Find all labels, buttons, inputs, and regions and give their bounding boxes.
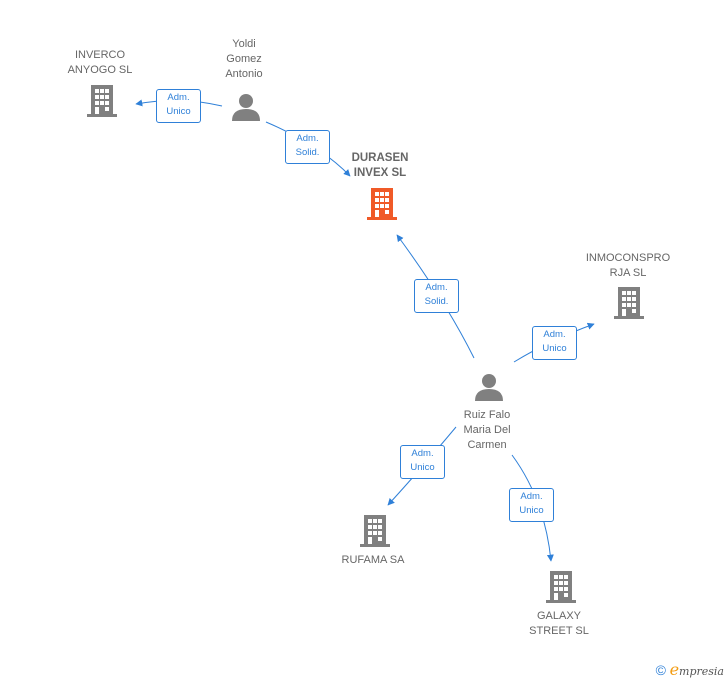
edge-label-ruiz-rufama: Adm. Unico (400, 445, 445, 479)
empresia-watermark: © empresia (656, 660, 724, 679)
building-icon-main (367, 188, 397, 220)
edge-label-yoldi-inverco: Adm. Unico (156, 89, 201, 123)
person-icon (475, 374, 503, 401)
empresia-logo-initial: e (669, 660, 680, 679)
node-label-durasen-invex[interactable]: DURASEN INVEX SL (351, 152, 409, 179)
node-label-inverco-anyogo[interactable]: INVERCO ANYOGO SL (67, 49, 133, 76)
building-icon (360, 515, 390, 547)
copyright-symbol: © (655, 662, 666, 678)
person-icon (232, 94, 260, 121)
edge-label-ruiz-durasen: Adm. Solid. (414, 279, 459, 313)
node-label-rufama[interactable]: RUFAMA SA (341, 554, 405, 566)
edge-label-ruiz-inmoconspro: Adm. Unico (532, 326, 577, 360)
edge-label-ruiz-galaxy: Adm. Unico (509, 488, 554, 522)
building-icon (87, 85, 117, 117)
node-label-yoldi-gomez-antonio[interactable]: Yoldi Gomez Antonio (225, 38, 263, 80)
node-label-inmoconspro-rja[interactable]: INMOCONSPRO RJA SL (585, 252, 671, 279)
edge-label-yoldi-durasen: Adm. Solid. (285, 130, 330, 164)
building-icon (614, 287, 644, 319)
node-label-galaxy-street[interactable]: GALAXY STREET SL (529, 610, 589, 637)
building-icon (546, 571, 576, 603)
empresia-logo-text: mpresia (679, 665, 724, 678)
node-label-ruiz-falo-maria-del-carmen[interactable]: Ruiz Falo Maria Del Carmen (463, 409, 511, 451)
